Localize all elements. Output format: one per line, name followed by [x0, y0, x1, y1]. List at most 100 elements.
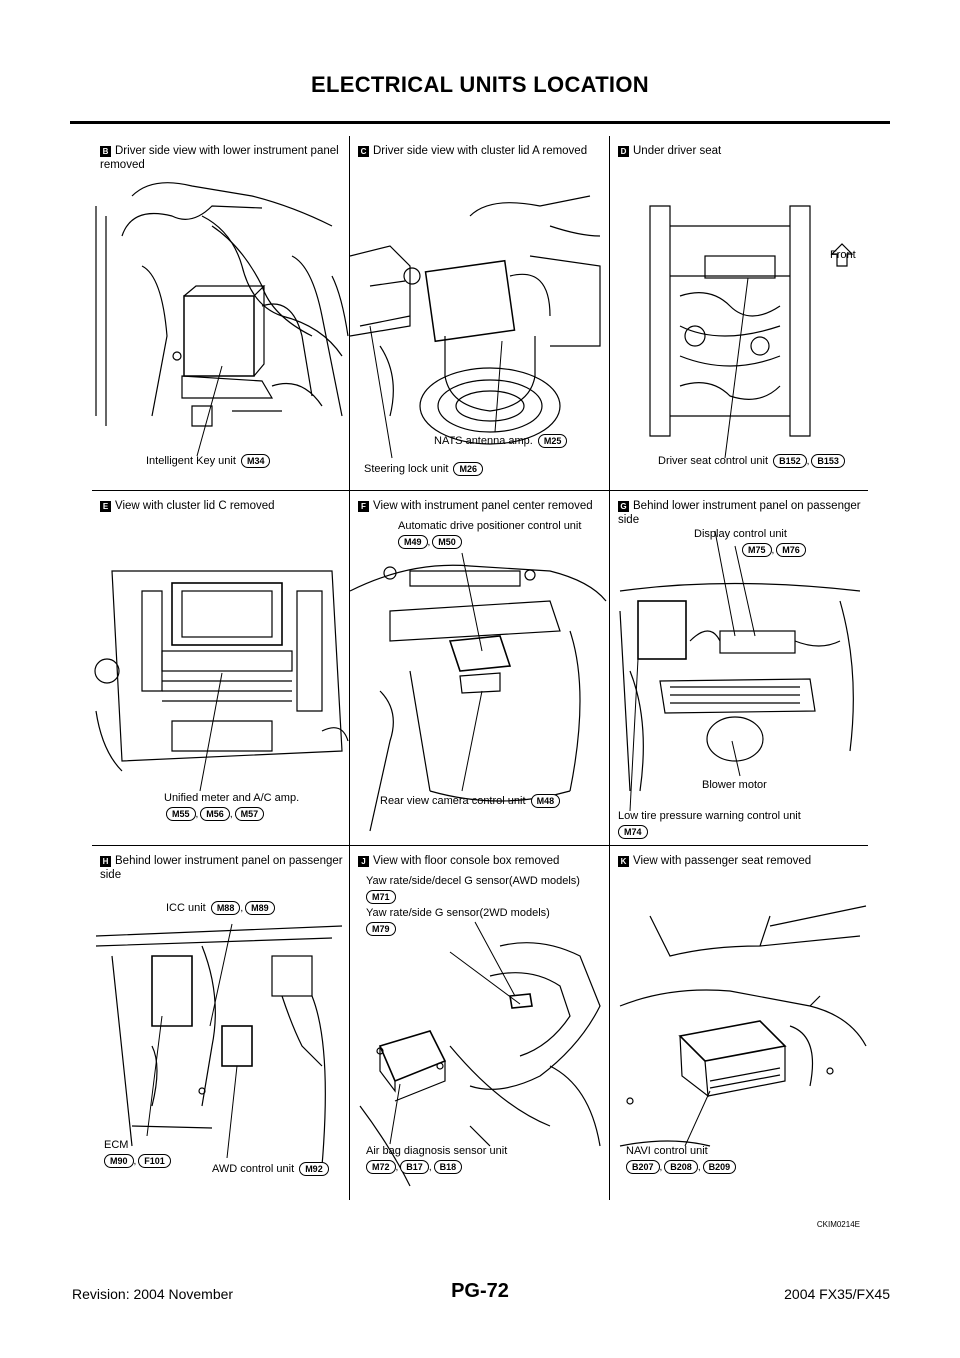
grid-divider	[92, 490, 868, 491]
panel-h-illustration	[95, 923, 343, 1167]
label-ecm: ECM	[104, 1139, 129, 1151]
panel-k-letter: K	[618, 856, 629, 867]
label-nats-antenna-amp: NATS antenna amp. M25	[434, 434, 568, 448]
connector-badge: M57	[234, 807, 265, 821]
connector-badge: M90	[104, 1154, 134, 1168]
connector-badge: B207	[626, 1160, 660, 1174]
label-automatic-drive-positioner: Automatic drive positioner control unit	[398, 520, 582, 532]
connector-badge: M26	[453, 462, 483, 476]
panel-g-letter: G	[618, 501, 629, 512]
connector-group-f: M49,M50	[396, 535, 462, 550]
panel-c-letter: C	[358, 146, 369, 157]
label-front: Front	[830, 249, 856, 261]
title-rule	[70, 121, 890, 124]
panel-d-letter: D	[618, 146, 629, 157]
label-intelligent-key-unit: Intelligent Key unit M34	[146, 454, 271, 468]
connector-badge: B208	[664, 1160, 698, 1174]
label-low-tire-pressure: Low tire pressure warning control unit	[618, 810, 801, 822]
label-awd-control-unit: AWD control unit M92	[212, 1162, 329, 1176]
label-yaw-rate-2wd: Yaw rate/side G sensor(2WD models)	[366, 907, 550, 919]
connector-badge: M89	[245, 901, 275, 915]
label-display-control-unit: Display control unit	[694, 528, 787, 540]
connector-badge: M72	[366, 1160, 396, 1174]
panel-e-letter: E	[100, 501, 111, 512]
connector-badge: B209	[702, 1160, 737, 1174]
panel-f-illustration	[350, 552, 607, 832]
connector-group-k: B207,B208,B209	[624, 1160, 737, 1175]
label-blower-motor: Blower motor	[702, 779, 767, 791]
label-steering-lock-unit: Steering lock unit M26	[364, 462, 483, 476]
panel-j-illustration	[359, 921, 601, 1187]
panel-e-illustration	[94, 570, 349, 792]
label-yaw-rate-awd: Yaw rate/side/decel G sensor(AWD models)	[366, 875, 580, 887]
panel-k-illustration	[619, 905, 867, 1147]
label-air-bag-diagnosis: Air bag diagnosis sensor unit	[366, 1145, 508, 1157]
connector-badge: M25	[537, 434, 568, 448]
label-icc-unit: ICC unit M88,M89	[166, 901, 275, 916]
connector-badge: M88	[210, 901, 241, 915]
panel-b-illustration	[95, 182, 349, 457]
connector-group-j1: M71	[364, 890, 396, 904]
connector-group-h: M90,F101	[102, 1154, 171, 1169]
figure-code: CKIM0214E	[816, 1220, 860, 1229]
footer-model: 2004 FX35/FX45	[784, 1286, 890, 1302]
panel-f-letter: F	[358, 501, 369, 512]
page-title: ELECTRICAL UNITS LOCATION	[311, 72, 649, 97]
connector-badge: M50	[432, 535, 462, 549]
label-driver-seat-control-unit: Driver seat control unit B152,B153	[658, 454, 845, 469]
connector-group-j2: M79	[364, 922, 396, 936]
connector-badge: M74	[618, 825, 648, 839]
label-unified-meter-ac-amp: Unified meter and A/C amp.	[164, 792, 300, 804]
connector-badge: M48	[530, 794, 561, 808]
connector-badge: B153	[811, 454, 845, 468]
connector-badge: M75	[742, 543, 772, 557]
connector-badge: M92	[299, 1162, 329, 1176]
connector-badge: M34	[240, 454, 271, 468]
label-rear-view-camera: Rear view camera control unit M48	[380, 794, 561, 808]
page-number: PG-72	[451, 1280, 509, 1302]
connector-badge: M56	[200, 807, 230, 821]
connector-badge: B18	[433, 1160, 463, 1174]
connector-group-j3: M72,B17,B18	[364, 1160, 463, 1175]
connector-group-g: M75,M76	[740, 543, 806, 558]
connector-badge: M76	[776, 543, 806, 557]
connector-badge: M49	[398, 535, 428, 549]
connector-badge: M55	[166, 807, 196, 821]
panel-b-letter: B	[100, 146, 111, 157]
panel-c-illustration	[350, 195, 601, 459]
connector-badge: B152	[773, 454, 807, 468]
panel-h-letter: H	[100, 856, 111, 867]
connector-badge: M79	[366, 922, 396, 936]
grid-divider	[92, 845, 868, 846]
panel-j-letter: J	[358, 856, 369, 867]
connector-badge: M71	[366, 890, 396, 904]
label-navi-control-unit: NAVI control unit	[626, 1145, 708, 1157]
footer-revision: Revision: 2004 November	[72, 1286, 234, 1302]
panel-d-illustration	[649, 205, 854, 459]
grid-divider	[349, 136, 350, 1200]
connector-group-e: M55,M56,M57	[164, 807, 265, 822]
connector-group-g2: M74	[616, 825, 648, 839]
connector-badge: B17	[400, 1160, 429, 1174]
grid-divider	[609, 136, 610, 1200]
connector-badge: F101	[138, 1154, 171, 1168]
